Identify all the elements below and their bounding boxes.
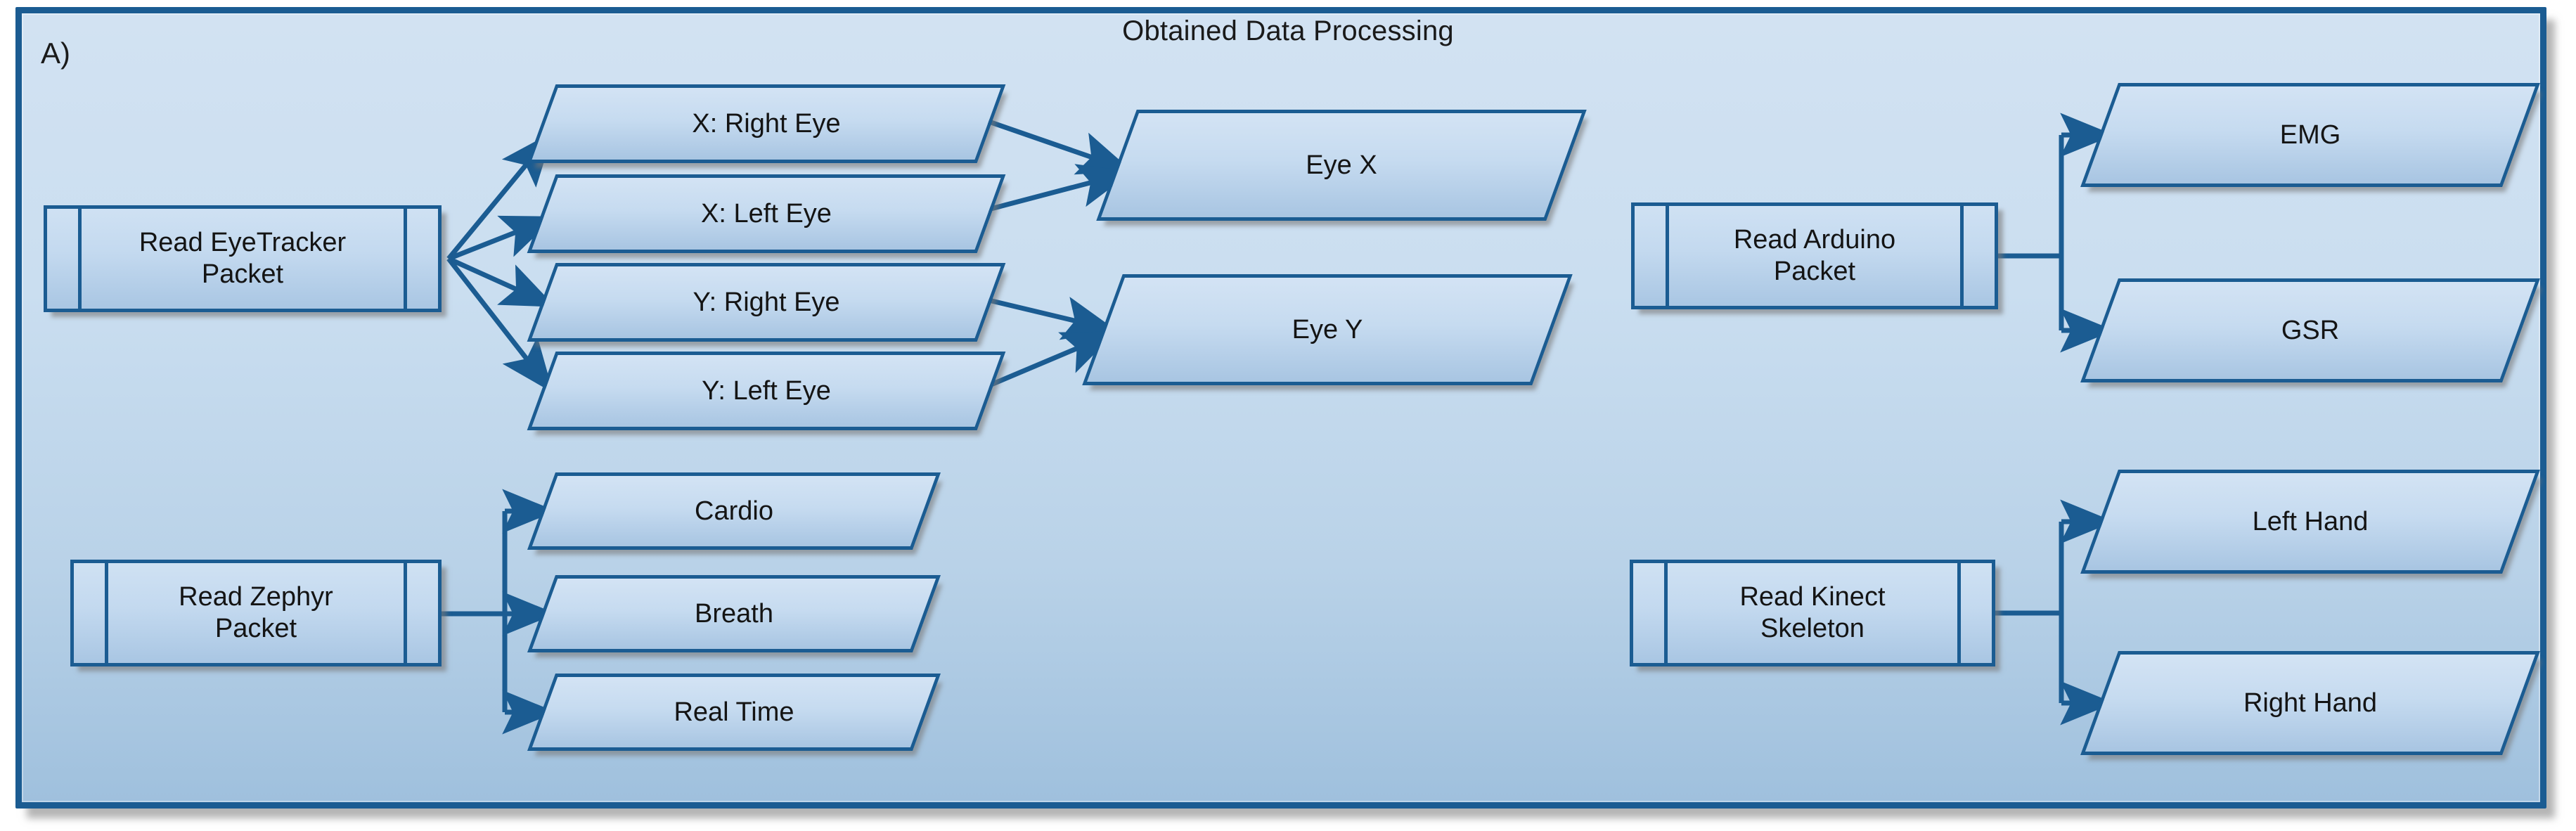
node-real-time[interactable]: Real Time <box>527 674 941 751</box>
node-label: Right Hand <box>2243 688 2378 718</box>
node-emg[interactable]: EMG <box>2080 83 2540 187</box>
process-bar-right <box>404 562 407 664</box>
node-label: Left Hand <box>2252 506 2369 536</box>
node-y-right-eye[interactable]: Y: Right Eye <box>527 263 1006 342</box>
process-bar-right <box>404 208 407 309</box>
node-gsr[interactable]: GSR <box>2080 278 2540 382</box>
process-bar-right <box>1957 562 1961 664</box>
node-label: Breath <box>695 598 773 629</box>
node-label: EMG <box>2279 120 2341 150</box>
node-label: Cardio <box>695 496 773 526</box>
node-cardio[interactable]: Cardio <box>527 472 941 550</box>
node-eye-y[interactable]: Eye Y <box>1082 274 1573 385</box>
process-bar-left <box>105 562 108 664</box>
node-label: GSR <box>2281 315 2340 345</box>
node-label: Y: Left Eye <box>702 375 831 406</box>
node-eye-x[interactable]: Eye X <box>1096 110 1587 221</box>
node-label: X: Right Eye <box>692 108 841 138</box>
figure-title: Obtained Data Processing <box>1122 15 1454 46</box>
node-label: Y: Right Eye <box>693 287 840 317</box>
node-x-left-eye[interactable]: X: Left Eye <box>527 174 1006 253</box>
node-y-left-eye[interactable]: Y: Left Eye <box>527 352 1006 430</box>
panel-letter: A) <box>41 37 70 70</box>
node-label: Eye Y <box>1292 314 1363 344</box>
process-bar-left <box>1664 562 1668 664</box>
process-bar-left <box>78 208 82 309</box>
node-label: Real Time <box>674 697 794 727</box>
node-left-hand[interactable]: Left Hand <box>2080 470 2540 574</box>
process-bar-left <box>1666 205 1669 307</box>
node-breath[interactable]: Breath <box>527 575 941 652</box>
node-label: Eye X <box>1306 150 1377 180</box>
process-bar-right <box>1960 205 1964 307</box>
node-x-right-eye[interactable]: X: Right Eye <box>527 84 1006 163</box>
node-right-hand[interactable]: Right Hand <box>2080 651 2540 755</box>
node-label: X: Left Eye <box>701 198 832 228</box>
